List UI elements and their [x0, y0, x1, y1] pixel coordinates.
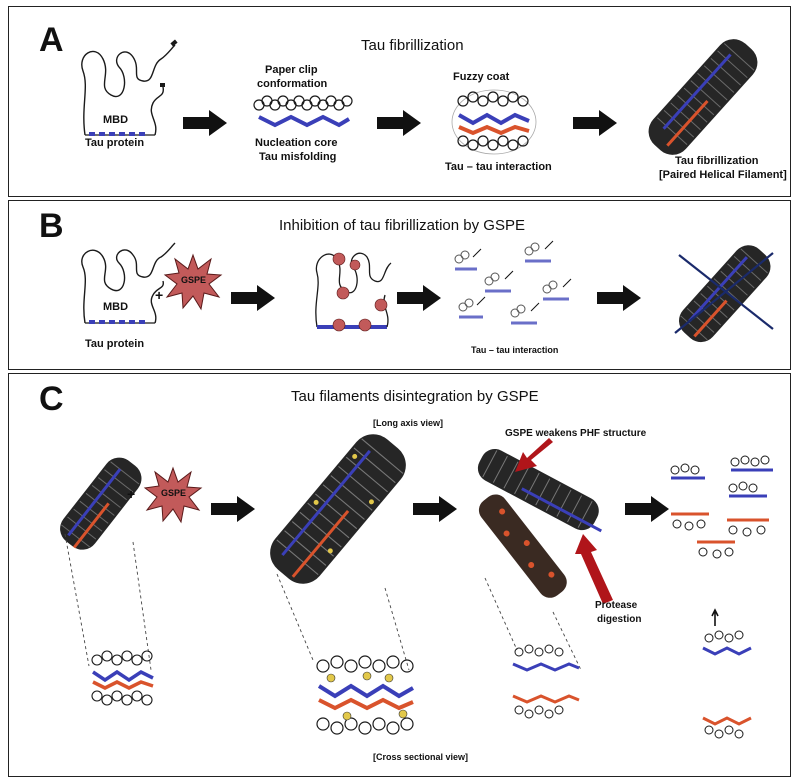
paper-clip-label-1: Paper clip — [265, 64, 318, 76]
paired-helical-filament — [648, 39, 758, 155]
splitting-filament — [477, 448, 602, 598]
tau-with-gspe — [315, 252, 392, 332]
plus-sign-c: + — [127, 486, 136, 502]
plus-sign-b: + — [155, 287, 164, 303]
protease-label-2: digestion — [597, 614, 642, 625]
arrow-c1-icon — [211, 496, 255, 522]
filament-c1 — [60, 457, 142, 550]
cross-section-guides — [64, 533, 719, 671]
panel-a: A Tau fibrillization MBD Tau protein Pap… — [8, 6, 791, 197]
crossed-out-filament — [674, 245, 774, 343]
cross-section-1 — [91, 650, 154, 706]
fibrillization-label-2: [Paired Helical Filament] — [659, 169, 787, 181]
arrow-b3-icon — [597, 285, 641, 311]
panel-c: C Tau filaments disintegration by GSPE [… — [8, 373, 791, 777]
mbd-label-b: MBD — [103, 301, 129, 313]
panel-letter-a: A — [39, 21, 64, 59]
fuzzy-coat-dimer — [451, 89, 537, 155]
tau-protein-unfolded-b — [81, 242, 176, 324]
protease-pointer-icon — [575, 534, 613, 604]
nucleation-label-1: Nucleation core — [255, 137, 338, 149]
panel-a-title: Tau fibrillization — [361, 37, 464, 54]
arrow-a2-icon — [377, 110, 421, 136]
cross-section-2 — [316, 655, 414, 735]
gspe-label-c: GSPE — [161, 488, 187, 498]
gspe-weakens-pointer-icon — [515, 438, 553, 472]
gspe-starburst-icon-c — [143, 466, 203, 524]
mbd-label: MBD — [103, 114, 129, 126]
arrow-a3-icon — [573, 110, 617, 136]
filament-c2 — [270, 434, 406, 584]
gspe-starburst-icon — [163, 253, 223, 311]
cross-sectional-view-label: [Cross sectional view] — [373, 752, 469, 762]
nucleation-label-2: Tau misfolding — [259, 151, 337, 163]
gspe-weakens-label: GSPE weakens PHF structure — [505, 428, 647, 439]
arrow-a1-icon — [183, 110, 227, 136]
gspe-label-b: GSPE — [181, 275, 207, 285]
arrow-c3-icon — [625, 496, 669, 522]
panel-letter-c: C — [39, 380, 64, 418]
fibrillization-label-1: Tau fibrillization — [675, 155, 759, 167]
panel-b-title: Inhibition of tau fibrillization by GSPE — [279, 217, 525, 234]
tau-tau-interaction-label-b: Tau – tau interaction — [471, 345, 559, 355]
paper-clip-label-2: conformation — [257, 78, 328, 90]
arrow-b2-icon — [397, 285, 441, 311]
separated-monomers — [702, 630, 752, 739]
panel-b: B Inhibition of tau fibrillization by GS… — [8, 200, 791, 370]
panel-c-title: Tau filaments disintegration by GSPE — [291, 388, 539, 405]
arrow-b1-icon — [231, 285, 275, 311]
panel-letter-b: B — [39, 207, 64, 245]
released-fragments — [670, 455, 773, 559]
arrow-c2-icon — [413, 496, 457, 522]
tau-tau-interaction-label: Tau – tau interaction — [445, 161, 552, 173]
fuzzy-coat-label: Fuzzy coat — [453, 71, 510, 83]
tau-protein-label: Tau protein — [85, 137, 145, 149]
tau-protein-label-b: Tau protein — [85, 338, 145, 350]
protease-label-1: Protease — [595, 600, 638, 611]
long-axis-view-label: [Long axis view] — [373, 418, 444, 428]
dispersed-tau-monomers — [454, 240, 572, 325]
tau-protein-unfolded — [81, 39, 178, 136]
cross-section-3 — [512, 644, 580, 719]
paper-clip-conformation — [253, 95, 353, 128]
